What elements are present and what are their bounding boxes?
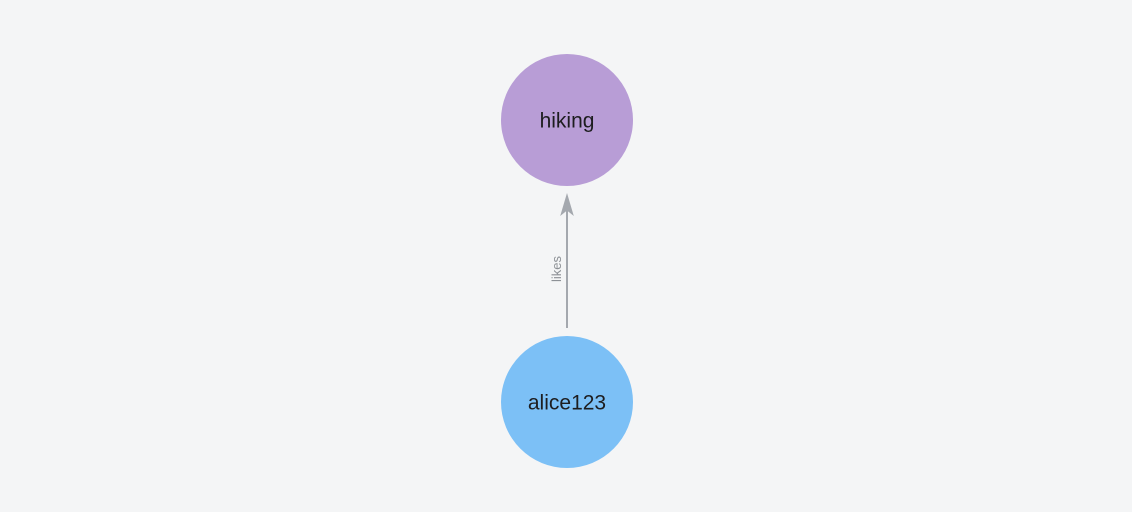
node-hiking-label: hiking xyxy=(540,110,595,133)
edge-arrowhead-icon xyxy=(560,193,574,216)
node-hiking[interactable]: hiking xyxy=(501,54,633,186)
node-alice123-label: alice123 xyxy=(528,392,606,415)
edge-likes[interactable]: likes xyxy=(549,193,574,328)
node-hiking-circle[interactable] xyxy=(501,54,633,186)
node-alice123[interactable]: alice123 xyxy=(501,336,633,468)
edge-label: likes xyxy=(549,256,564,283)
node-alice123-circle[interactable] xyxy=(501,336,633,468)
